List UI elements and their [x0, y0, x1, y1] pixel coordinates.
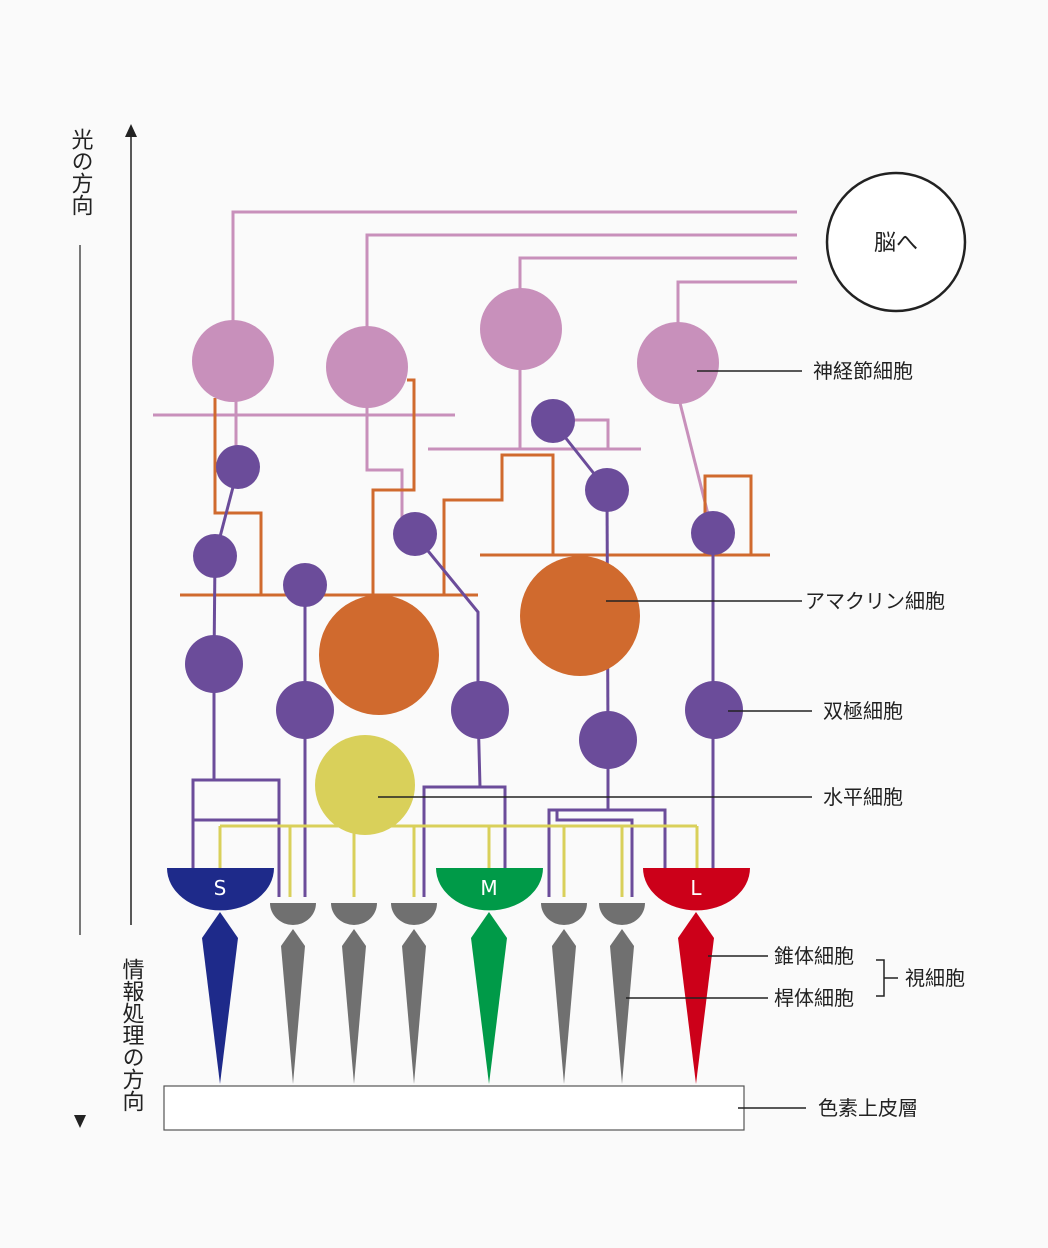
rod-cell: [599, 903, 645, 1084]
amacrine-cell: [319, 595, 439, 715]
cone-m-label: M: [480, 876, 497, 900]
bipolar-cell: [585, 468, 629, 512]
amacrine-cell-label: アマクリン細胞: [805, 589, 945, 613]
amacrine-cell: [520, 556, 640, 676]
bipolar-cell: [531, 399, 575, 443]
ganglion-cell: [637, 322, 719, 404]
rods: [270, 903, 645, 1084]
bipolar-cell: [185, 635, 243, 693]
bipolar-cell: [193, 534, 237, 578]
ganglion-cell-label: 神経節細胞: [813, 359, 913, 383]
cone-m: M: [436, 868, 543, 1084]
bipolar-cell: [579, 711, 637, 769]
light-direction-arrow: [125, 124, 137, 925]
brain-circle: [825, 171, 967, 313]
bipolar-cell: [685, 681, 743, 739]
pigment-epithelium-layer: [163, 1085, 745, 1131]
cone-l: L: [643, 868, 750, 1084]
rod-cell: [391, 903, 437, 1084]
bipolar-cell: [393, 512, 437, 556]
horizontal-cell-label: 水平細胞: [823, 785, 903, 809]
cone-cell-label: 錐体細胞: [774, 944, 854, 968]
bipolar-cell: [283, 563, 327, 607]
bipolar-cell: [276, 681, 334, 739]
photoreceptor-label: 視細胞: [905, 966, 965, 990]
cone-s-label: S: [214, 876, 227, 900]
rod-cell: [541, 903, 587, 1084]
bipolar-cell-label: 双極細胞: [823, 699, 903, 723]
horizontal-processes: [218, 824, 699, 897]
cone-s: S: [167, 868, 274, 1084]
brain-label: 脳へ: [874, 231, 918, 256]
rod-cell: [270, 903, 316, 1084]
ganglion-cell: [480, 288, 562, 370]
bipolar-cell: [451, 681, 509, 739]
amacrine-cells: [319, 556, 640, 715]
light-direction-label: 光の方向: [68, 128, 94, 216]
label-leaders: [378, 370, 898, 1109]
ganglion-axons: [231, 210, 797, 330]
rod-cell: [331, 903, 377, 1084]
horizontal-cell: [315, 735, 415, 835]
ganglion-cells: [192, 288, 719, 408]
cone-l-label: L: [690, 876, 702, 900]
information-direction-label: 情報処理の方向: [119, 958, 145, 1112]
bipolar-cell: [216, 445, 260, 489]
ganglion-cell: [192, 320, 274, 402]
pigment-epithelium-label: 色素上皮層: [818, 1096, 918, 1120]
bipolar-cell: [691, 511, 735, 555]
amacrine-processes: [180, 378, 770, 597]
bipolar-cells: [185, 399, 743, 769]
rod-cell-label: 桿体細胞: [774, 986, 854, 1010]
ganglion-cell: [326, 326, 408, 408]
information-direction-arrowhead: [74, 1115, 86, 1128]
